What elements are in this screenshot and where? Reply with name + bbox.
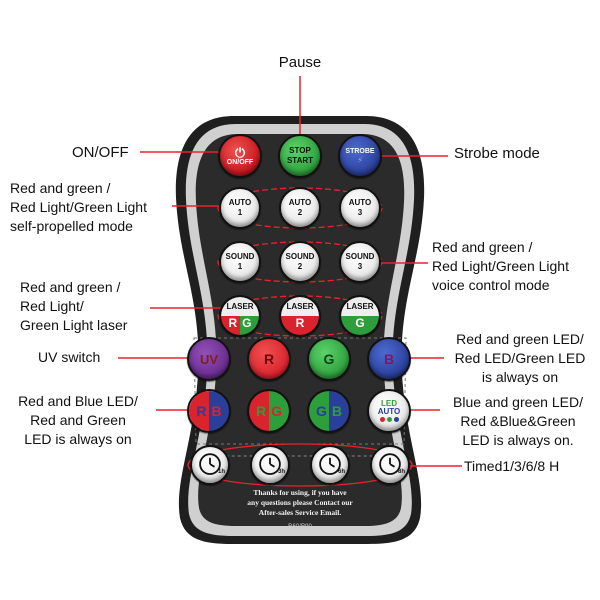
thanks-line-1: Thanks for using, if you have <box>253 488 347 497</box>
auto-3-number: 3 <box>357 208 363 217</box>
timer-1h-button[interactable]: 1h <box>190 445 230 485</box>
strobe-button-label: STROBE <box>345 148 375 155</box>
auto-1-number: 1 <box>237 208 243 217</box>
auto-3-label: AUTO <box>348 198 372 207</box>
timer-3h-label: 3h <box>277 469 285 475</box>
auto-3-button[interactable]: AUTO 3 <box>339 187 381 229</box>
pause-label: Pause <box>278 54 322 71</box>
blue-label: B <box>383 351 395 367</box>
strobe-button[interactable]: STROBE ⚡ <box>338 134 382 178</box>
model-number: R60/R90 <box>288 524 312 530</box>
on-off-label: ON/OFF <box>72 144 129 161</box>
laser-mode-line-1: Red and green / <box>20 279 121 295</box>
sound-3-label: SOUND <box>345 252 375 261</box>
uv-label: UV <box>199 351 219 367</box>
laser-r-button[interactable]: LASER R <box>279 295 321 337</box>
timer-8h-label: 8h <box>397 469 405 475</box>
red-label: R <box>263 351 275 367</box>
rg-led-line-2: Red LED/Green LED <box>454 350 586 366</box>
timer-6h-button[interactable]: 6h <box>310 445 350 485</box>
thanks-line-2: any questions please Contact our <box>247 498 353 507</box>
clock-icon <box>379 453 401 475</box>
rgb-dots-icon <box>379 417 399 422</box>
auto-2-number: 2 <box>297 208 303 217</box>
rg-led-line-3: is always on <box>481 369 559 385</box>
voice-mode-line-1: Red and green / <box>432 239 533 255</box>
timer-3h-button[interactable]: 3h <box>250 445 290 485</box>
bg-led-label: Blue and green LED/ Red &Blue&Green LED … <box>438 393 598 450</box>
rg-led-line-1: Red and green LED/ <box>456 331 584 347</box>
lightning-icon: ⚡ <box>356 155 364 165</box>
auto-1-label: AUTO <box>228 198 252 207</box>
green-label: G <box>323 351 335 367</box>
voice-mode-line-3: voice control mode <box>432 277 550 293</box>
timer-row-ellipse <box>187 443 413 487</box>
sound-1-button[interactable]: SOUND 1 <box>219 241 261 283</box>
auto-mode-label: Red and green / Red Light/Green Light se… <box>10 179 147 236</box>
laser-mode-line-2: Red Light/ <box>20 298 84 314</box>
rb-led-label: Red and Blue LED/ Red and Green LED is a… <box>2 392 154 449</box>
bg-led-line-2: Red &Blue&Green <box>460 413 576 429</box>
led-auto-label-led: LED <box>381 399 397 408</box>
timer-6h-label: 6h <box>337 469 345 475</box>
led-auto-label-auto: AUTO <box>377 407 401 416</box>
auto-1-button[interactable]: AUTO 1 <box>219 187 261 229</box>
timer-8h-button[interactable]: 8h <box>370 445 410 485</box>
power-icon: ⏻ <box>234 144 246 160</box>
rg-led-label: Red and green LED/ Red LED/Green LED is … <box>444 330 596 387</box>
auto-mode-line-1: Red and green / <box>10 180 111 196</box>
auto-mode-line-2: Red Light/Green Light <box>10 199 147 215</box>
laser-g-button[interactable]: LASER G <box>339 295 381 337</box>
clock-icon <box>259 453 281 475</box>
sound-3-number: 3 <box>357 262 363 271</box>
auto-mode-line-3: self-propelled mode <box>10 218 133 234</box>
laser-rg-button[interactable]: LASER R G <box>219 295 261 337</box>
led-auto-button[interactable]: LED AUTO <box>367 389 411 433</box>
bg-led-line-3: LED is always on. <box>462 432 574 448</box>
stop-label: STOP <box>289 146 311 155</box>
rb-led-line-2: Red and Green <box>30 412 126 428</box>
red-button[interactable]: R <box>247 337 291 381</box>
stop-start-button[interactable]: STOP START <box>278 134 322 178</box>
sound-2-number: 2 <box>297 262 303 271</box>
sound-1-label: SOUND <box>225 252 255 261</box>
laser-mode-label: Red and green / Red Light/ Green Light l… <box>20 278 127 335</box>
green-blue-button[interactable]: G B <box>307 389 351 433</box>
auto-2-button[interactable]: AUTO 2 <box>279 187 321 229</box>
voice-mode-line-2: Red Light/Green Light <box>432 258 569 274</box>
blue-button[interactable]: B <box>367 337 411 381</box>
rb-led-line-3: LED is always on <box>24 431 132 447</box>
timer-1h-label: 1h <box>217 469 225 475</box>
green-button[interactable]: G <box>307 337 351 381</box>
sound-2-label: SOUND <box>285 252 315 261</box>
laser-mode-line-3: Green Light laser <box>20 317 128 333</box>
thanks-line-3: After-sales Service Email. <box>258 508 342 517</box>
sound-3-button[interactable]: SOUND 3 <box>339 241 381 283</box>
auto-2-label: AUTO <box>288 198 312 207</box>
start-label: START <box>286 156 314 165</box>
voice-mode-label: Red and green / Red Light/Green Light vo… <box>432 238 569 295</box>
red-blue-button[interactable]: R B <box>187 389 231 433</box>
timed-label: Timed1/3/6/8 H <box>464 458 560 474</box>
clock-icon <box>199 453 221 475</box>
bg-led-line-1: Blue and green LED/ <box>453 394 583 410</box>
on-off-button-label: ON/OFF <box>226 158 254 166</box>
rb-led-line-1: Red and Blue LED/ <box>18 393 138 409</box>
uv-button[interactable]: UV <box>187 337 231 381</box>
red-green-button[interactable]: R G <box>247 389 291 433</box>
sound-2-button[interactable]: SOUND 2 <box>279 241 321 283</box>
clock-icon <box>319 453 341 475</box>
sound-1-number: 1 <box>237 262 243 271</box>
on-off-button[interactable]: ⏻ ON/OFF <box>218 134 262 178</box>
strobe-mode-label: Strobe mode <box>454 145 540 162</box>
uv-switch-label: UV switch <box>38 349 101 365</box>
thanks-note: Thanks for using, if you have any questi… <box>230 488 370 518</box>
